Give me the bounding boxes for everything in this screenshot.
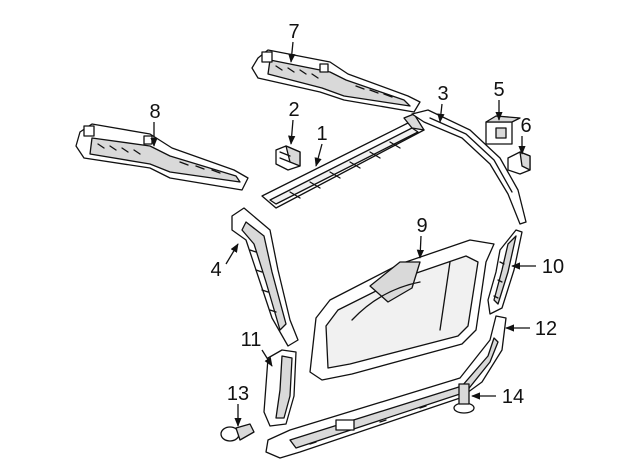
part-10-pillar-trim [487,229,523,315]
leader-7 [288,41,296,63]
part-6-clip [507,151,531,175]
leader-2 [288,119,296,145]
leader-3 [437,103,445,123]
part-5-clip [485,115,521,145]
callout-7: 7 [288,21,299,43]
callout-5: 5 [493,79,504,101]
part-11-corner-trim [263,349,297,427]
callout-12: 12 [535,318,557,340]
part-7-trim-bracket [251,49,421,113]
leader-11 [261,349,273,367]
leader-4 [225,243,239,265]
callout-labels: 1 2 3 4 5 6 7 8 9 10 11 12 13 14 [149,21,564,408]
callout-leaders [150,41,536,427]
callout-8: 8 [149,101,160,123]
part-13-push-pin [220,423,255,442]
callout-6: 6 [520,115,531,137]
part-8-trim-bracket [75,123,249,191]
callout-14: 14 [502,386,524,408]
leader-9 [416,235,425,259]
callout-2: 2 [288,99,299,121]
part-14-push-pin [453,383,475,414]
callout-3: 3 [437,83,448,105]
callout-13: 13 [227,383,249,405]
part-4-pillar-trim [231,207,299,347]
callout-10: 10 [542,256,564,278]
callout-11: 11 [241,329,262,351]
callout-1: 1 [316,123,327,145]
callout-9: 9 [416,215,427,237]
leader-1 [314,143,323,167]
callout-4: 4 [210,259,221,281]
part-1-header-panel [261,113,425,209]
part-9-liftgate-panel [309,239,495,381]
part-12-sill-trim [265,315,507,459]
part-3-rail-trim [411,109,527,225]
part-2-clip [275,145,301,171]
